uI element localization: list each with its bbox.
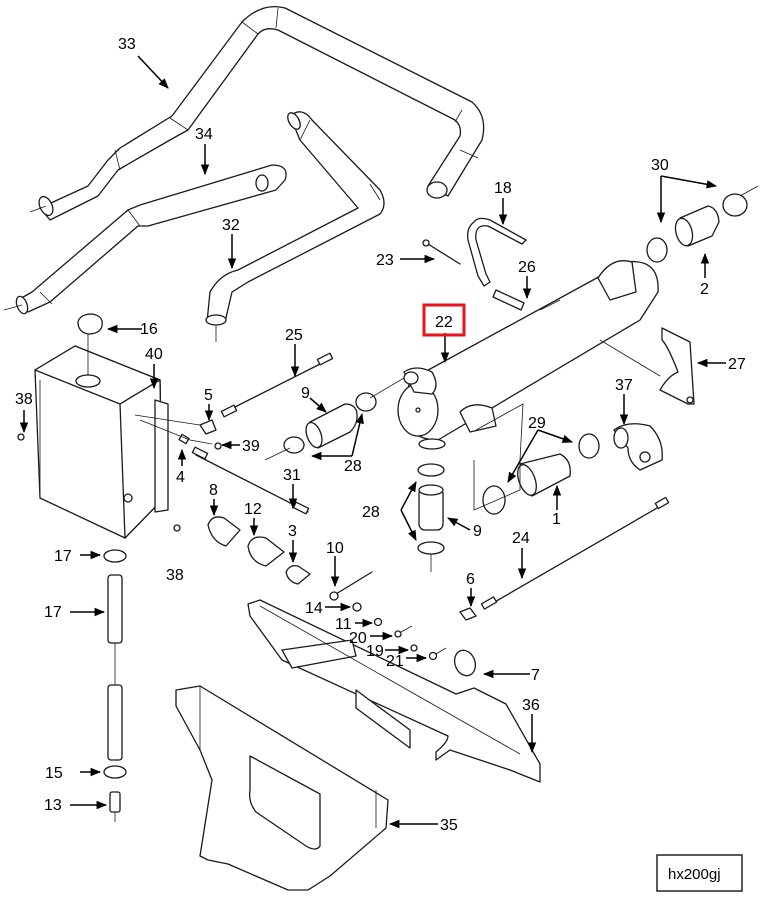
callout-labels: 33 34 32 16 40 38 38 5 39 4 25 31 9 9 28… — [15, 36, 746, 834]
callout-37[interactable]: 37 — [615, 377, 633, 394]
callout-5[interactable]: 5 — [204, 387, 213, 404]
callout-34[interactable]: 34 — [195, 126, 213, 143]
plug-39[interactable] — [214, 442, 222, 450]
callout-20[interactable]: 20 — [349, 630, 367, 647]
bolt-10[interactable] — [329, 571, 373, 601]
drain-valve-13[interactable] — [109, 791, 121, 822]
callout-15[interactable]: 17 — [44, 604, 62, 621]
strap-18[interactable] — [466, 217, 527, 287]
callout-38-upper[interactable]: 38 — [15, 391, 33, 408]
hose-34[interactable] — [3, 164, 287, 315]
callout-19[interactable]: 19 — [366, 643, 384, 660]
callout-36[interactable]: 36 — [522, 697, 540, 714]
callout-33[interactable]: 33 — [118, 36, 136, 53]
tube-24[interactable] — [480, 496, 670, 610]
hose-1[interactable] — [514, 453, 571, 498]
callout-30[interactable]: 30 — [651, 157, 669, 174]
o-ring-7[interactable] — [451, 647, 479, 678]
reference-code-box: hx200gj — [656, 854, 743, 892]
callout-16[interactable]: 16 — [140, 321, 158, 338]
callout-3[interactable]: 3 — [288, 523, 297, 540]
mount-frame-35[interactable] — [175, 685, 389, 891]
callout-4[interactable]: 4 — [176, 469, 185, 486]
callout-28-left[interactable]: 28 — [344, 458, 362, 475]
hose-9-vertical[interactable] — [418, 484, 444, 531]
highlight-box-22 — [422, 303, 466, 337]
reference-code: hx200gj — [668, 866, 721, 883]
hose-32[interactable] — [205, 111, 385, 342]
nut-14[interactable] — [352, 602, 362, 612]
spacer-26[interactable] — [492, 289, 525, 311]
callout-25[interactable]: 25 — [285, 327, 303, 344]
callout-2[interactable]: 2 — [700, 281, 709, 298]
callout-14[interactable]: 14 — [305, 600, 323, 617]
callout-17-upper[interactable]: 17 — [54, 548, 72, 565]
callout-35[interactable]: 35 — [440, 817, 458, 834]
callout-8[interactable]: 8 — [209, 482, 218, 499]
callout-28-vertical[interactable]: 28 — [362, 504, 380, 521]
callout-7[interactable]: 7 — [531, 667, 540, 684]
clip-12[interactable] — [247, 536, 285, 567]
nut-19[interactable] — [410, 644, 418, 652]
callout-12[interactable]: 12 — [244, 501, 262, 518]
callout-leaders — [19, 55, 726, 829]
tube-25[interactable] — [220, 352, 334, 418]
drain-hose-15[interactable] — [107, 574, 123, 761]
callout-9-vertical[interactable]: 9 — [473, 523, 482, 540]
hose-33[interactable] — [29, 5, 485, 221]
heat-exchanger-22[interactable] — [369, 260, 659, 450]
callout-22[interactable]: 22 — [435, 314, 453, 331]
hose-2[interactable] — [673, 205, 720, 248]
callout-38-lower[interactable]: 38 — [166, 567, 184, 584]
hose-9-horizontal[interactable] — [303, 403, 358, 450]
bolt-23[interactable] — [422, 239, 461, 265]
elbow-37[interactable] — [613, 423, 663, 471]
plug-38-upper[interactable] — [17, 433, 25, 441]
callout-26[interactable]: 26 — [518, 259, 536, 276]
mount-rail-36[interactable] — [247, 599, 541, 783]
callout-18[interactable]: 18 — [494, 180, 512, 197]
callout-9-horizontal[interactable]: 9 — [301, 385, 310, 402]
elbow-fitting-5[interactable] — [199, 419, 217, 435]
hose-clamps-29[interactable] — [473, 403, 600, 515]
callout-1[interactable]: 1 — [552, 511, 561, 528]
support-bracket-27[interactable] — [599, 327, 695, 405]
callout-32[interactable]: 32 — [222, 217, 240, 234]
screw-20[interactable] — [394, 625, 413, 638]
nut-11[interactable] — [373, 617, 383, 627]
callout-29[interactable]: 29 — [528, 415, 546, 432]
callout-40[interactable]: 40 — [145, 346, 163, 363]
hose-clamps-30[interactable] — [646, 185, 759, 263]
callout-17-lower[interactable]: 15 — [45, 765, 63, 782]
callout-23[interactable]: 23 — [376, 252, 394, 269]
plug-38-lower[interactable] — [173, 524, 181, 532]
screw-21[interactable] — [428, 647, 447, 661]
callout-6[interactable]: 6 — [466, 571, 475, 588]
callout-10[interactable]: 10 — [326, 540, 344, 557]
elbow-fitting-6[interactable] — [459, 607, 477, 621]
tank-cap-16[interactable] — [77, 313, 103, 375]
callout-11[interactable]: 11 — [335, 616, 352, 633]
callout-24[interactable]: 24 — [512, 530, 530, 547]
clamp-17-lower[interactable] — [103, 765, 127, 779]
coolant-tank-40[interactable] — [34, 345, 169, 539]
callout-27[interactable]: 27 — [728, 356, 746, 373]
clamp-17-upper[interactable] — [103, 549, 127, 563]
clip-3[interactable] — [285, 564, 311, 585]
clip-8[interactable] — [207, 516, 241, 547]
callout-13[interactable]: 13 — [44, 797, 62, 814]
callout-21[interactable]: 21 — [386, 653, 404, 670]
callout-39[interactable]: 39 — [242, 438, 260, 455]
hose-clamps-28-vertical[interactable] — [417, 463, 445, 572]
callout-31[interactable]: 31 — [283, 467, 301, 484]
